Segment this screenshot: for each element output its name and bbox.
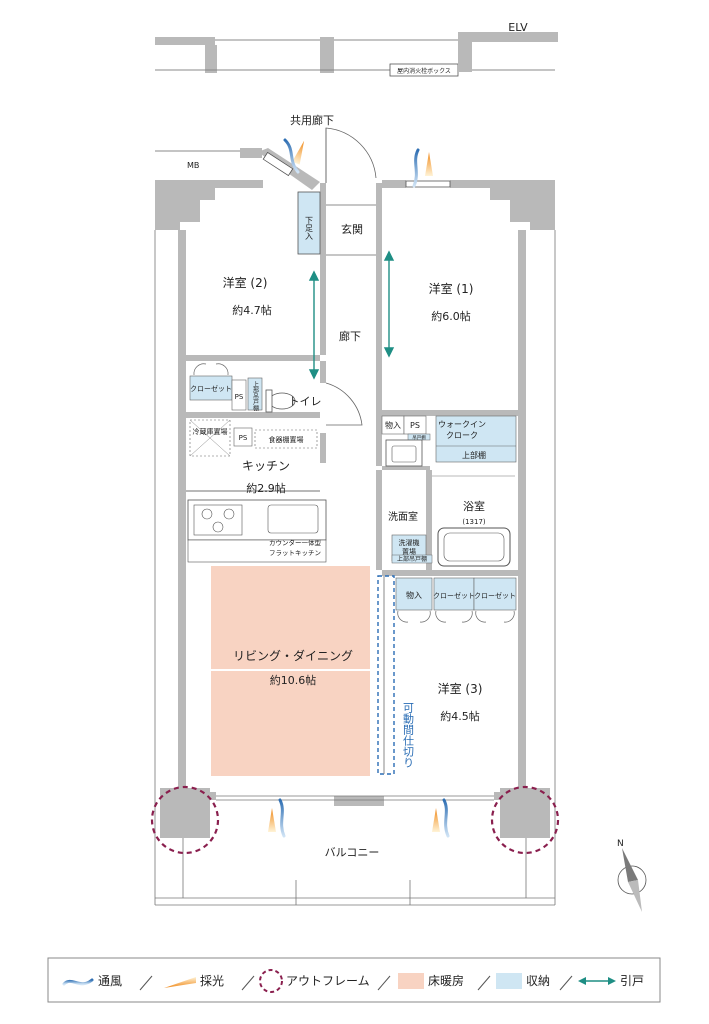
- room1-label: 洋室 (1): [429, 281, 474, 296]
- toilet-room: 上部吊戸棚 トイレ: [247, 377, 363, 426]
- bath-size-label: (1317): [462, 518, 486, 526]
- legend-sliding-door-icon: [578, 977, 616, 985]
- movable-partition-label: 可動間仕切り: [402, 702, 415, 768]
- dish-shelf-label: 食器棚置場: [269, 435, 304, 444]
- balcony-label: バルコニー: [325, 846, 380, 859]
- room2-closet-label: クローゼット: [190, 384, 232, 393]
- room3-size: 約4.5帖: [440, 709, 480, 723]
- walkin-label-2: クローク: [446, 431, 478, 440]
- closet-a-label: クローゼット: [433, 591, 475, 600]
- legend: 通風 採光 アウトフレーム 床暖房 収納 引戸: [47, 957, 661, 1003]
- room2-size: 約4.7帖: [232, 303, 272, 317]
- fridge-label: 冷蔵庫置場: [193, 427, 228, 436]
- ps-label-2: PS: [239, 434, 248, 442]
- outframe-left-icon: [150, 785, 220, 855]
- legend-storage-label: 収納: [526, 974, 550, 988]
- hallway-label: 廊下: [339, 329, 361, 343]
- entry-door: [297, 127, 377, 256]
- legend-daylight-label: 採光: [200, 974, 224, 988]
- fridge-area: 冷蔵庫置場 PS 食器棚置場: [189, 419, 318, 457]
- legend-daylight-icon: [164, 977, 196, 988]
- daylight-icons: [268, 140, 440, 832]
- washroom-label: 洗面室: [388, 510, 418, 523]
- room2-closet: クローゼット PS: [189, 363, 247, 411]
- genkan-label: 玄関: [341, 222, 363, 236]
- ldk-label: リビング・ダイニング: [233, 648, 353, 663]
- legend-outframe-icon: [259, 969, 283, 993]
- washer-area: 洗濯機 置場 上部吊戸棚: [391, 534, 433, 564]
- room3-label: 洋室 (3): [438, 681, 483, 696]
- bathroom: 浴室 (1317): [432, 475, 515, 567]
- washer-label: 洗濯機: [399, 538, 420, 547]
- ventilation-icons: [278, 138, 450, 838]
- shoe-cabinet-label: 下足入: [305, 216, 314, 240]
- counter-kitchen-label: カウンター一体型: [269, 538, 322, 547]
- upper-shelf-label: 上部棚: [462, 450, 486, 460]
- north-compass-icon: N: [617, 839, 647, 912]
- ldk-floor-heating: [211, 566, 370, 776]
- washer-shelf-label: 上部吊戸棚: [397, 555, 427, 563]
- legend-floor-heating-label: 床暖房: [428, 973, 464, 988]
- interior-walls: [186, 183, 518, 576]
- outframe-right-icon: [490, 785, 560, 855]
- flat-kitchen-label: フラットキッチン: [269, 549, 321, 557]
- small-shelf-label: 吊戸棚: [412, 434, 426, 441]
- legend-storage-swatch: [496, 973, 522, 989]
- kitchen-size: 約2.9帖: [246, 481, 286, 495]
- legend-ventilation-label: 通風: [98, 974, 122, 988]
- legend-outframe-label: アウトフレーム: [286, 974, 370, 988]
- storage-label-1: 物入: [385, 420, 401, 430]
- ldk-size: 約10.6帖: [270, 673, 317, 687]
- washer-label-2: 置場: [402, 547, 416, 556]
- movable-partition: [377, 575, 395, 775]
- upper-corridor: 屋内消火栓ボックス ELV: [155, 21, 558, 77]
- fire-hydrant-label: 屋内消火栓ボックス: [397, 67, 451, 75]
- mb-area: MB: [155, 148, 262, 170]
- closet-b-label: クローゼット: [474, 591, 516, 600]
- exterior-lines: [154, 230, 556, 906]
- room3-closets: 物入 クローゼット クローゼット: [395, 577, 517, 623]
- ps-label-1: PS: [235, 393, 244, 401]
- legend-ventilation-icon: [62, 978, 94, 986]
- elevator-label: ELV: [508, 21, 528, 34]
- sliding-door-arrows: [308, 250, 395, 380]
- walkin-label: ウォークイン: [438, 420, 486, 429]
- windows: [262, 151, 451, 188]
- legend-floor-heating-swatch: [398, 973, 424, 989]
- toilet-label: トイレ: [289, 395, 322, 408]
- mb-label: MB: [187, 161, 199, 170]
- walkin-area: 物入 PS ウォークイン クローク 上部棚 吊戸棚: [381, 415, 517, 467]
- kitchen-label: キッチン: [242, 459, 290, 473]
- north-label: N: [617, 839, 624, 849]
- common-corridor-label: 共用廊下: [290, 113, 334, 127]
- room2-label: 洋室 (2): [223, 275, 268, 290]
- bathroom-label: 浴室: [463, 499, 485, 513]
- legend-sliding-door-label: 引戸: [620, 974, 644, 988]
- storage-label-2: 物入: [406, 590, 422, 600]
- kitchen-counter: カウンター一体型 フラットキッチン: [187, 499, 327, 563]
- room1-size: 約6.0帖: [431, 309, 471, 323]
- ps-label-3: PS: [410, 421, 420, 430]
- toilet-shelf-label: 上部吊戸棚: [252, 380, 259, 412]
